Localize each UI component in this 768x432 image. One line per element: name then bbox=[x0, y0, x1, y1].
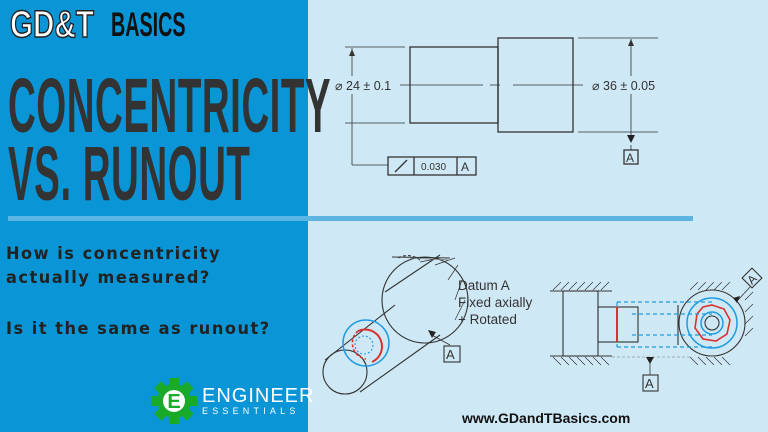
question-1-line-1: How is concentricity bbox=[6, 244, 222, 264]
datum-note-1: Datum A bbox=[458, 278, 510, 293]
logo-line-2: ESSENTIALS bbox=[202, 405, 300, 416]
logo-letter: E bbox=[167, 391, 180, 413]
runout-arrow-icon bbox=[394, 159, 408, 173]
question-1: How is concentricity actually measured? bbox=[6, 242, 221, 290]
dimension-right: ⌀ 36 ± 0.05 bbox=[592, 79, 655, 93]
datum-note-2: Fixed axially bbox=[458, 295, 533, 310]
title-line-1: CONCENTRICITY bbox=[8, 63, 332, 149]
dimension-left: ⌀ 24 ± 0.1 bbox=[335, 79, 391, 93]
title-line-2: VS. RUNOUT bbox=[8, 131, 251, 217]
feature-control-frame bbox=[387, 156, 477, 176]
gear-icon: E bbox=[151, 378, 197, 424]
datum-label: A bbox=[626, 151, 634, 165]
brand-gdt: GD&T bbox=[9, 3, 94, 47]
cylinder-diagram bbox=[322, 254, 469, 395]
question-2: Is it the same as runout? bbox=[6, 319, 271, 339]
datum-box bbox=[623, 149, 639, 165]
fcf-datum: A bbox=[461, 160, 469, 174]
question-1-line-2: actually measured? bbox=[6, 268, 211, 288]
datum-right-bottom: A bbox=[645, 376, 654, 391]
datum-note-3: + Rotated bbox=[458, 312, 517, 327]
engineer-essentials-logo: E ENGINEER ESSENTIALS bbox=[150, 377, 314, 425]
runout-fixture-diagram bbox=[550, 267, 763, 392]
logo-line-1: ENGINEER bbox=[202, 384, 315, 407]
fcf-tolerance: 0.030 bbox=[421, 162, 446, 173]
brand-basics: BASICS bbox=[111, 6, 186, 44]
datum-left: A bbox=[446, 347, 455, 362]
website-url[interactable]: www.GDandTBasics.com bbox=[462, 410, 631, 426]
divider bbox=[8, 216, 693, 221]
